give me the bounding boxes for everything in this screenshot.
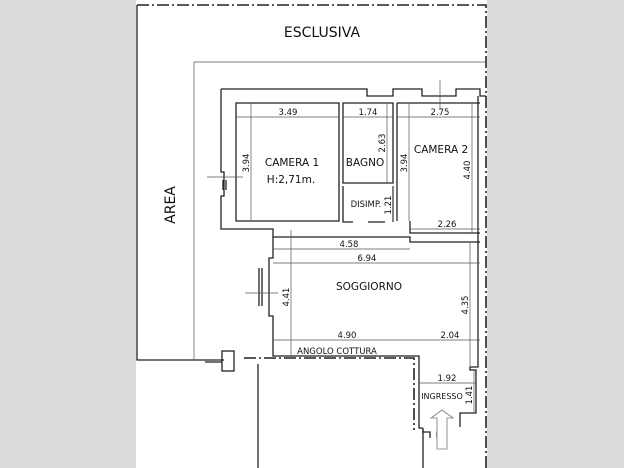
room-height: H:2,71m.: [267, 174, 315, 186]
paper-sheet: [136, 0, 487, 468]
room-label-disimpegno: DISIMP.: [351, 200, 382, 210]
inner-boundary: [193, 61, 486, 360]
dim-label: 3.94: [400, 154, 410, 173]
room-label-camera2: CAMERA 2: [414, 144, 468, 156]
dim-label: 2.63: [378, 134, 388, 153]
window-camera1: [222, 180, 227, 190]
dim-label: 2.04: [441, 331, 460, 341]
room-label-soggiorno: SOGGIORNO: [336, 281, 402, 293]
dim-label: 1.21: [384, 196, 394, 215]
dim-label: 3.49: [279, 108, 298, 118]
dim-label: 4.35: [461, 296, 471, 315]
room-label-angolo-cottura: ANGOLO COTTURA: [297, 347, 377, 357]
room-label-camera1: CAMERA 1: [265, 157, 319, 169]
entrance-arrow-icon: [429, 409, 455, 450]
outer-walls: [220, 88, 486, 429]
dim-label: 4.40: [463, 161, 473, 180]
area-label-esclusiva: ESCLUSIVA: [284, 25, 361, 41]
soggiorno-top-wall: [273, 236, 480, 243]
dim-label: 2.75: [431, 108, 450, 118]
dim-label: 1.74: [359, 108, 378, 118]
property-boundary-dashed: [137, 4, 487, 468]
pillar: [221, 350, 235, 372]
room-label-ingresso: INGRESSO: [421, 392, 463, 401]
dim-label: 6.94: [358, 254, 377, 264]
dim-label: 4.58: [340, 240, 359, 250]
camera2-walls: [396, 102, 480, 234]
area-label-area: AREA: [163, 186, 179, 224]
dim-label: 3.94: [242, 154, 252, 173]
window-soggiorno: [258, 268, 263, 306]
dim-label: 4.90: [338, 331, 357, 341]
camera1-walls: [235, 102, 340, 222]
dimension-lines: [236, 103, 480, 413]
dim-label: 1.92: [438, 374, 457, 384]
bagno-walls: [342, 102, 394, 184]
dim-label: 1.41: [465, 386, 475, 405]
dim-label: 2.26: [438, 220, 457, 230]
property-boundary-left: [136, 5, 224, 361]
dim-label: 4.41: [282, 288, 292, 307]
room-label-bagno: BAGNO: [346, 157, 384, 169]
lower-boundaries: [257, 364, 424, 468]
angolo-boundary-dashed: [244, 357, 415, 430]
